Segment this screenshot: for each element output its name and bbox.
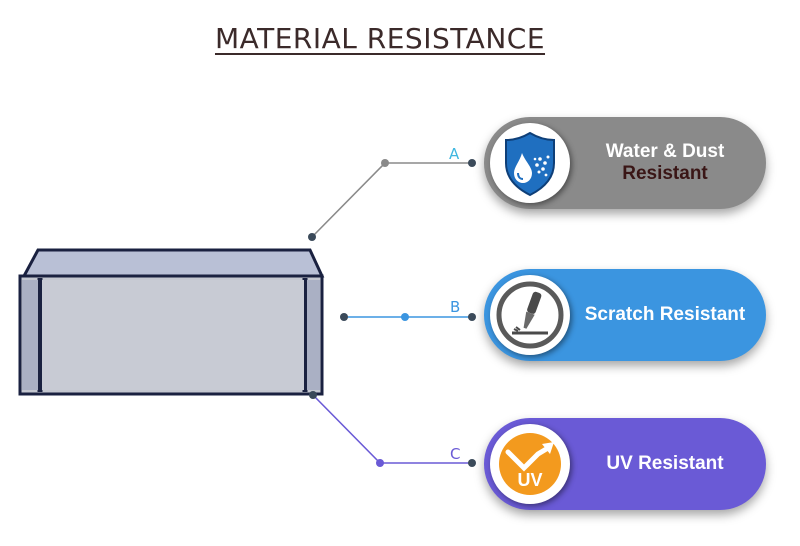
label-letter-c: C xyxy=(450,445,461,463)
connector-line-b xyxy=(340,313,476,321)
water-drop-shield-icon xyxy=(490,123,570,203)
connector-line-c xyxy=(309,391,476,467)
printer-cover-image xyxy=(18,248,325,396)
feature-c-line1: UV Resistant xyxy=(606,453,724,474)
scratch-tool-icon xyxy=(490,275,570,355)
uv-icon-text: UV xyxy=(517,470,542,490)
feature-a-line2: Resistant xyxy=(622,163,708,184)
label-letter-a: A xyxy=(449,145,460,163)
feature-water-dust: Water & Dust Resistant xyxy=(484,117,766,209)
connector-line-a xyxy=(308,159,476,241)
feature-uv: UV UV Resistant xyxy=(484,418,766,510)
feature-scratch: Scratch Resistant xyxy=(484,269,766,361)
page-title: MATERIAL RESISTANCE xyxy=(214,22,546,55)
label-letter-b: B xyxy=(450,298,461,316)
uv-sun-icon: UV xyxy=(490,424,570,504)
feature-a-line1: Water & Dust xyxy=(605,141,725,162)
feature-b-line1: Scratch Resistant xyxy=(584,304,746,325)
